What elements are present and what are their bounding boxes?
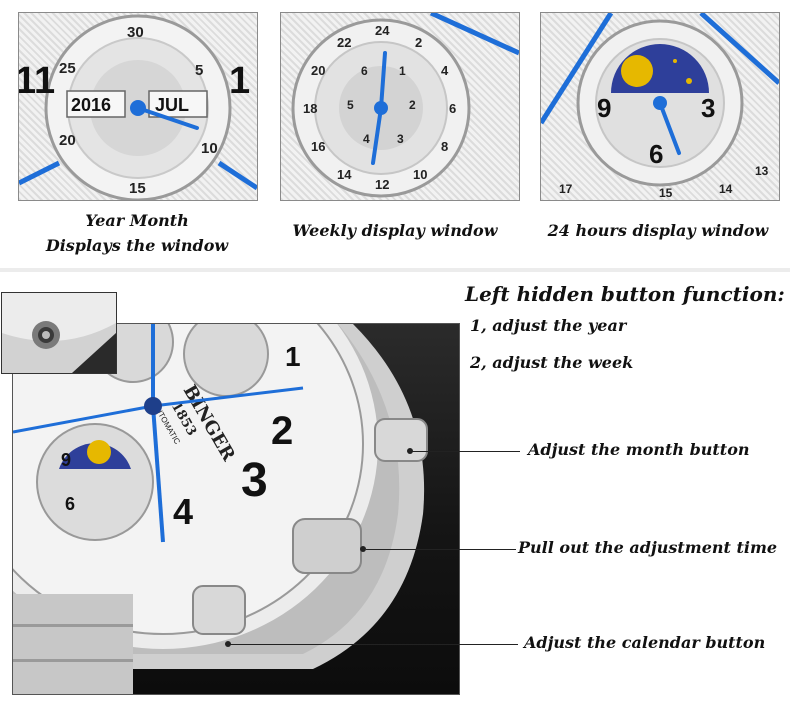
hour-ring-10: 10 — [413, 167, 427, 182]
hour-ring-18: 18 — [303, 101, 317, 116]
dial-number-11: 11 — [19, 60, 55, 102]
calendar-button — [192, 585, 246, 635]
year-window-value: 2016 — [71, 95, 111, 115]
dial-numeral-4: 4 — [173, 491, 193, 532]
leader-line-crown — [366, 549, 516, 550]
leader-line-calendar — [230, 644, 518, 645]
ring-number-5: 5 — [195, 62, 203, 79]
week-number-2: 2 — [409, 98, 416, 112]
bottom-number-14: 14 — [719, 182, 733, 196]
leader-dot-calendar — [225, 641, 231, 647]
month-button — [374, 418, 428, 462]
moon-dial-9: 9 — [597, 93, 611, 123]
week-number-4: 4 — [363, 132, 370, 146]
caption-24-hours: 24 hours display window — [532, 218, 784, 243]
weekly-window-photo: 24 2 4 6 8 10 12 14 16 18 20 22 1 2 3 4 … — [280, 12, 520, 201]
year-month-window-photo: 30 5 10 15 20 25 11 1 2016 JUL — [18, 12, 258, 201]
ring-number-10: 10 — [201, 140, 218, 157]
hour-ring-8: 8 — [441, 139, 448, 154]
note-adjust-year: 1, adjust the year — [470, 316, 627, 335]
week-number-3: 3 — [397, 132, 404, 146]
week-number-1: 1 — [399, 64, 406, 78]
week-number-5: 5 — [347, 98, 354, 112]
caption-line: Displays the window — [45, 236, 229, 255]
ring-number-30: 30 — [127, 24, 144, 41]
week-number-6: 6 — [361, 64, 368, 78]
hour-ring-20: 20 — [311, 63, 325, 78]
leader-line-month — [412, 451, 520, 452]
callout-calendar-button: Adjust the calendar button — [524, 633, 766, 652]
section-heading: Left hidden button function: — [465, 282, 785, 306]
hour-ring-14: 14 — [337, 167, 352, 182]
leader-dot-crown — [360, 546, 366, 552]
callout-crown: Pull out the adjustment time — [518, 538, 778, 557]
caption-line: 24 hours display window — [547, 221, 769, 240]
leader-dot-month — [407, 448, 413, 454]
dial-number-1: 1 — [229, 60, 250, 102]
caption-line: Year Month — [85, 211, 189, 230]
hour-ring-24: 24 — [375, 23, 390, 38]
hidden-button-inset — [1, 292, 117, 374]
dial-numeral-1: 1 — [285, 341, 301, 372]
hour-ring-4: 4 — [441, 63, 449, 78]
dial-numeral-2: 2 — [271, 409, 293, 453]
hour-ring-22: 22 — [337, 35, 351, 50]
crown — [292, 518, 362, 574]
hour-ring-16: 16 — [311, 139, 325, 154]
ring-number-25: 25 — [59, 60, 76, 77]
month-window-value: JUL — [155, 95, 189, 115]
callout-month-button: Adjust the month button — [528, 440, 750, 459]
bottom-number-17: 17 — [559, 182, 573, 196]
section-divider — [0, 268, 790, 272]
ring-number-15: 15 — [129, 180, 146, 197]
ring-number-20: 20 — [59, 132, 76, 149]
hour-ring-6: 6 — [449, 101, 456, 116]
moon-phase-window-photo: 9 3 6 17 15 14 13 — [540, 12, 780, 201]
hour-ring-12: 12 — [375, 177, 389, 192]
caption-line: Weekly display window — [292, 221, 498, 240]
subdial-number-6: 6 — [65, 494, 75, 514]
dial-numeral-3: 3 — [241, 454, 268, 507]
subdial-number-9: 9 — [61, 450, 71, 470]
caption-year-month: Year Month Displays the window — [18, 208, 256, 258]
hour-ring-2: 2 — [415, 35, 422, 50]
moon-dial-6: 6 — [649, 139, 663, 169]
bottom-number-13: 13 — [755, 164, 769, 178]
moon-dial-3: 3 — [701, 93, 715, 123]
watch-photo: 9 6 BINGER 1853 AUTOMATIC 1 2 3 4 — [12, 323, 460, 695]
bottom-number-15: 15 — [659, 186, 673, 200]
note-adjust-week: 2, adjust the week — [470, 353, 634, 372]
caption-weekly: Weekly display window — [275, 218, 515, 243]
